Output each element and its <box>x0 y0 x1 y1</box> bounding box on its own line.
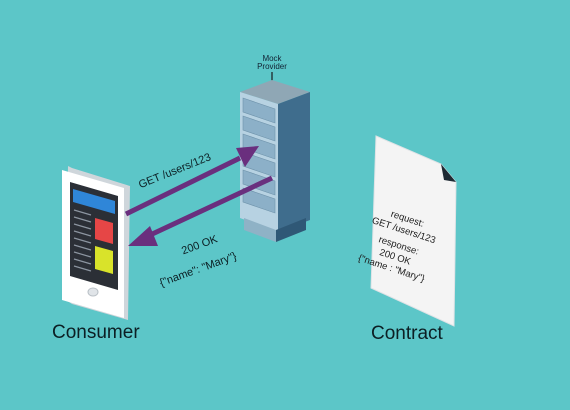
server-label: Mock Provider <box>252 55 292 71</box>
consumer-label: Consumer <box>52 322 140 343</box>
server-icon <box>240 80 310 242</box>
server-label-line1: Mock <box>262 54 282 63</box>
server-label-line2: Provider <box>257 62 287 71</box>
request-arrow <box>124 146 259 217</box>
phone-icon <box>62 166 130 320</box>
contract-label: Contract <box>371 323 443 344</box>
contract-document-icon <box>370 135 457 327</box>
response-arrow <box>128 175 274 246</box>
